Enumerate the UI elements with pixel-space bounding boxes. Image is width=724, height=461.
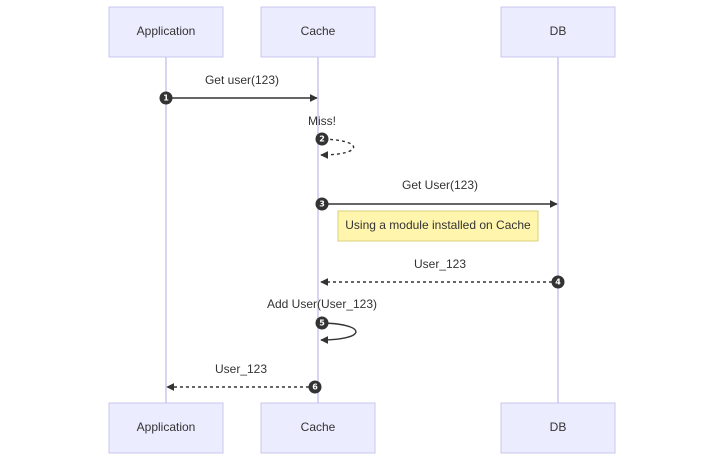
actor-label: Application [137, 24, 196, 38]
message-1: Get user(123) 1 [159, 73, 318, 105]
sequence-number-badge: 6 [308, 380, 322, 394]
badge-number: 1 [163, 94, 169, 103]
actor-cache-bottom: Cache [260, 402, 376, 454]
message-label: User_123 [215, 362, 267, 376]
message-label: Miss! [308, 114, 336, 128]
message-label: Get user(123) [205, 73, 279, 87]
message-3: Get User(123) 3 [315, 178, 558, 211]
sequence-number-badge: 2 [315, 132, 329, 146]
actor-label: DB [550, 420, 567, 434]
sequence-number-badge: 1 [159, 91, 173, 105]
message-5: Add User(User_123) 5 [267, 297, 377, 344]
note: Using a module installed on Cache [337, 210, 539, 242]
actor-db-bottom: DB [500, 402, 616, 454]
message-label: User_123 [414, 257, 466, 271]
badge-number: 2 [319, 135, 325, 144]
message-label: Add User(User_123) [267, 297, 377, 311]
actor-application-bottom: Application [108, 402, 224, 454]
badge-number: 4 [555, 278, 561, 287]
actor-cache-top: Cache [260, 6, 376, 58]
message-2: Miss! 2 [308, 114, 355, 159]
note-text: Using a module installed on Cache [345, 218, 531, 232]
message-arrow [317, 138, 355, 159]
actor-label: DB [550, 24, 567, 38]
sequence-number-badge: 3 [315, 197, 329, 211]
actor-application-top: Application [108, 6, 224, 58]
actor-label: Application [137, 420, 196, 434]
message-label: Get User(123) [402, 178, 478, 192]
actor-label: Cache [301, 24, 336, 38]
badge-number: 6 [312, 383, 318, 392]
sequence-number-badge: 5 [315, 316, 329, 330]
message-4: User_123 4 [320, 257, 565, 289]
message-arrow [317, 322, 357, 344]
actor-label: Cache [301, 420, 336, 434]
message-6: User_123 6 [166, 362, 322, 394]
badge-number: 5 [319, 319, 325, 328]
sequence-number-badge: 4 [551, 275, 565, 289]
actor-db-top: DB [500, 6, 616, 58]
badge-number: 3 [319, 200, 325, 209]
